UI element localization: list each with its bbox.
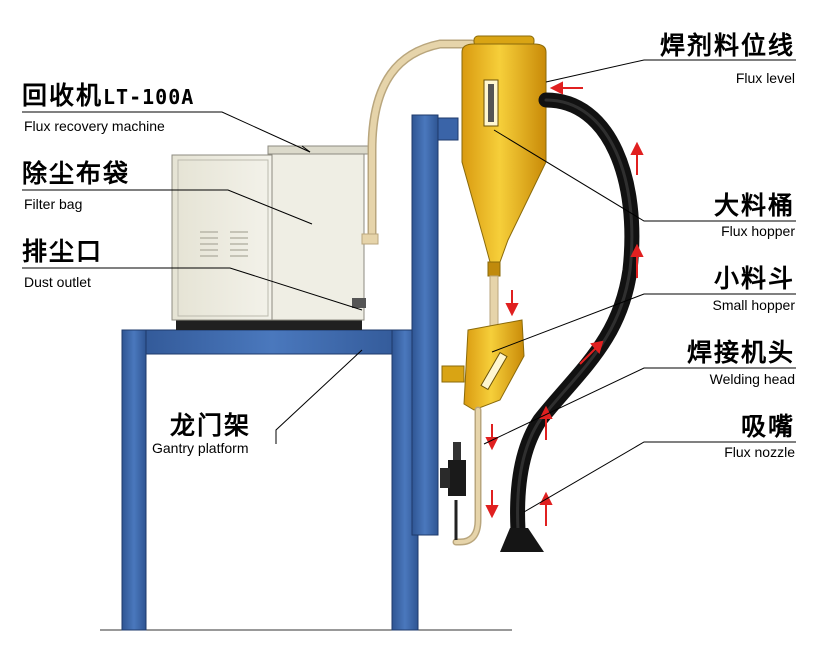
flux-hopper-label-zh: 大料桶 bbox=[713, 191, 795, 220]
flux-nozzle bbox=[500, 528, 544, 552]
dust-outlet-label-zh: 排尘口 bbox=[22, 237, 104, 266]
vent-grille bbox=[200, 231, 248, 257]
flux-feed-tube bbox=[454, 408, 480, 544]
small-hopper-label-zh: 小料斗 bbox=[713, 264, 795, 293]
gantry-column bbox=[411, 114, 439, 536]
return-pipe bbox=[369, 41, 475, 243]
welding-head-label-zh: 焊接机头 bbox=[686, 338, 795, 367]
filter-bag-label-zh: 除尘布袋 bbox=[22, 159, 131, 188]
flux-recovery-machine bbox=[171, 145, 369, 330]
feed-pipe bbox=[489, 275, 499, 333]
dust-outlet-label-en: Dust outlet bbox=[24, 274, 91, 290]
recovery-machine-label-zh: 回收机 bbox=[22, 81, 104, 110]
flux-hopper-label-en: Flux hopper bbox=[721, 223, 795, 239]
gantry-label-zh: 龙门架 bbox=[170, 411, 252, 440]
flux-nozzle-label-en: Flux nozzle bbox=[724, 444, 795, 460]
welding-head-mount bbox=[441, 365, 465, 383]
flux-level-label-en: Flux level bbox=[735, 70, 795, 86]
welding-head-label-en: Welding head bbox=[709, 371, 795, 387]
recovery-machine-label: 回收机LT-100A bbox=[22, 82, 194, 111]
small-hopper-label-en: Small hopper bbox=[712, 297, 796, 313]
gantry-label-en: Gantry platform bbox=[152, 440, 249, 456]
small-hopper bbox=[463, 319, 525, 411]
gantry-platform bbox=[121, 114, 459, 631]
welding-head bbox=[448, 460, 466, 496]
filter-bag-label-en: Filter bag bbox=[24, 196, 83, 212]
recovery-machine-label-en: Flux recovery machine bbox=[24, 118, 165, 134]
dust-outlet bbox=[352, 298, 366, 308]
leader-lines bbox=[22, 59, 796, 513]
flux-nozzle-label-zh: 吸嘴 bbox=[740, 412, 795, 441]
flux-level-label-zh: 焊剂料位线 bbox=[659, 31, 795, 60]
flux-hopper bbox=[461, 35, 547, 277]
recovery-machine-model: LT-100A bbox=[103, 85, 195, 109]
